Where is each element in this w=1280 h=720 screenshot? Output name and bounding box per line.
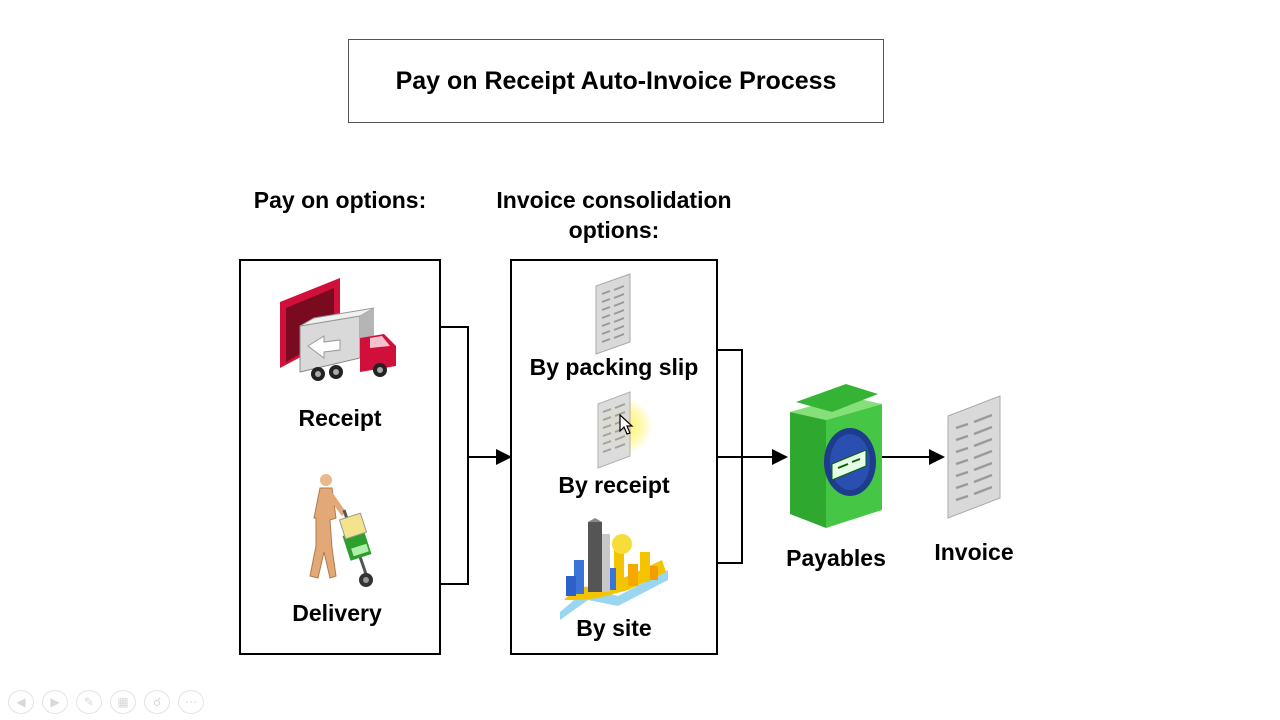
- prev-icon[interactable]: ◀: [8, 690, 34, 714]
- slideshow-toolbar: ◀ ▶ ✎ ▦ ☌ ⋯: [8, 690, 204, 714]
- slides-icon[interactable]: ▦: [110, 690, 136, 714]
- pay-on-heading: Pay on options:: [253, 187, 427, 213]
- packing-slip-document-icon: [595, 273, 631, 355]
- by-receipt-document-icon: [597, 391, 631, 469]
- consolidation-heading-line1: Invoice consolidation: [496, 187, 732, 213]
- city-skyline-icon: [560, 518, 668, 620]
- truck-at-dock-icon: [280, 278, 396, 381]
- payables-label: Payables: [786, 545, 886, 571]
- by-site-label: By site: [576, 615, 652, 641]
- person-with-hand-truck-icon: [309, 474, 373, 587]
- by-receipt-label: By receipt: [558, 472, 670, 498]
- payables-box-icon: [790, 384, 882, 528]
- zoom-icon[interactable]: ☌: [144, 690, 170, 714]
- diagram-title: Pay on Receipt Auto-Invoice Process: [348, 39, 884, 123]
- delivery-label: Delivery: [292, 600, 382, 626]
- next-icon[interactable]: ▶: [42, 690, 68, 714]
- consolidation-heading-line2: options:: [568, 217, 660, 243]
- invoice-document-icon: [947, 395, 1001, 519]
- packing-slip-label: By packing slip: [529, 354, 699, 380]
- pen-icon[interactable]: ✎: [76, 690, 102, 714]
- mouse-pointer-icon: [619, 414, 634, 435]
- invoice-label: Invoice: [934, 539, 1014, 565]
- consolidation-heading: Invoice consolidation options:: [470, 185, 758, 245]
- more-icon[interactable]: ⋯: [178, 690, 204, 714]
- receipt-label: Receipt: [298, 405, 382, 431]
